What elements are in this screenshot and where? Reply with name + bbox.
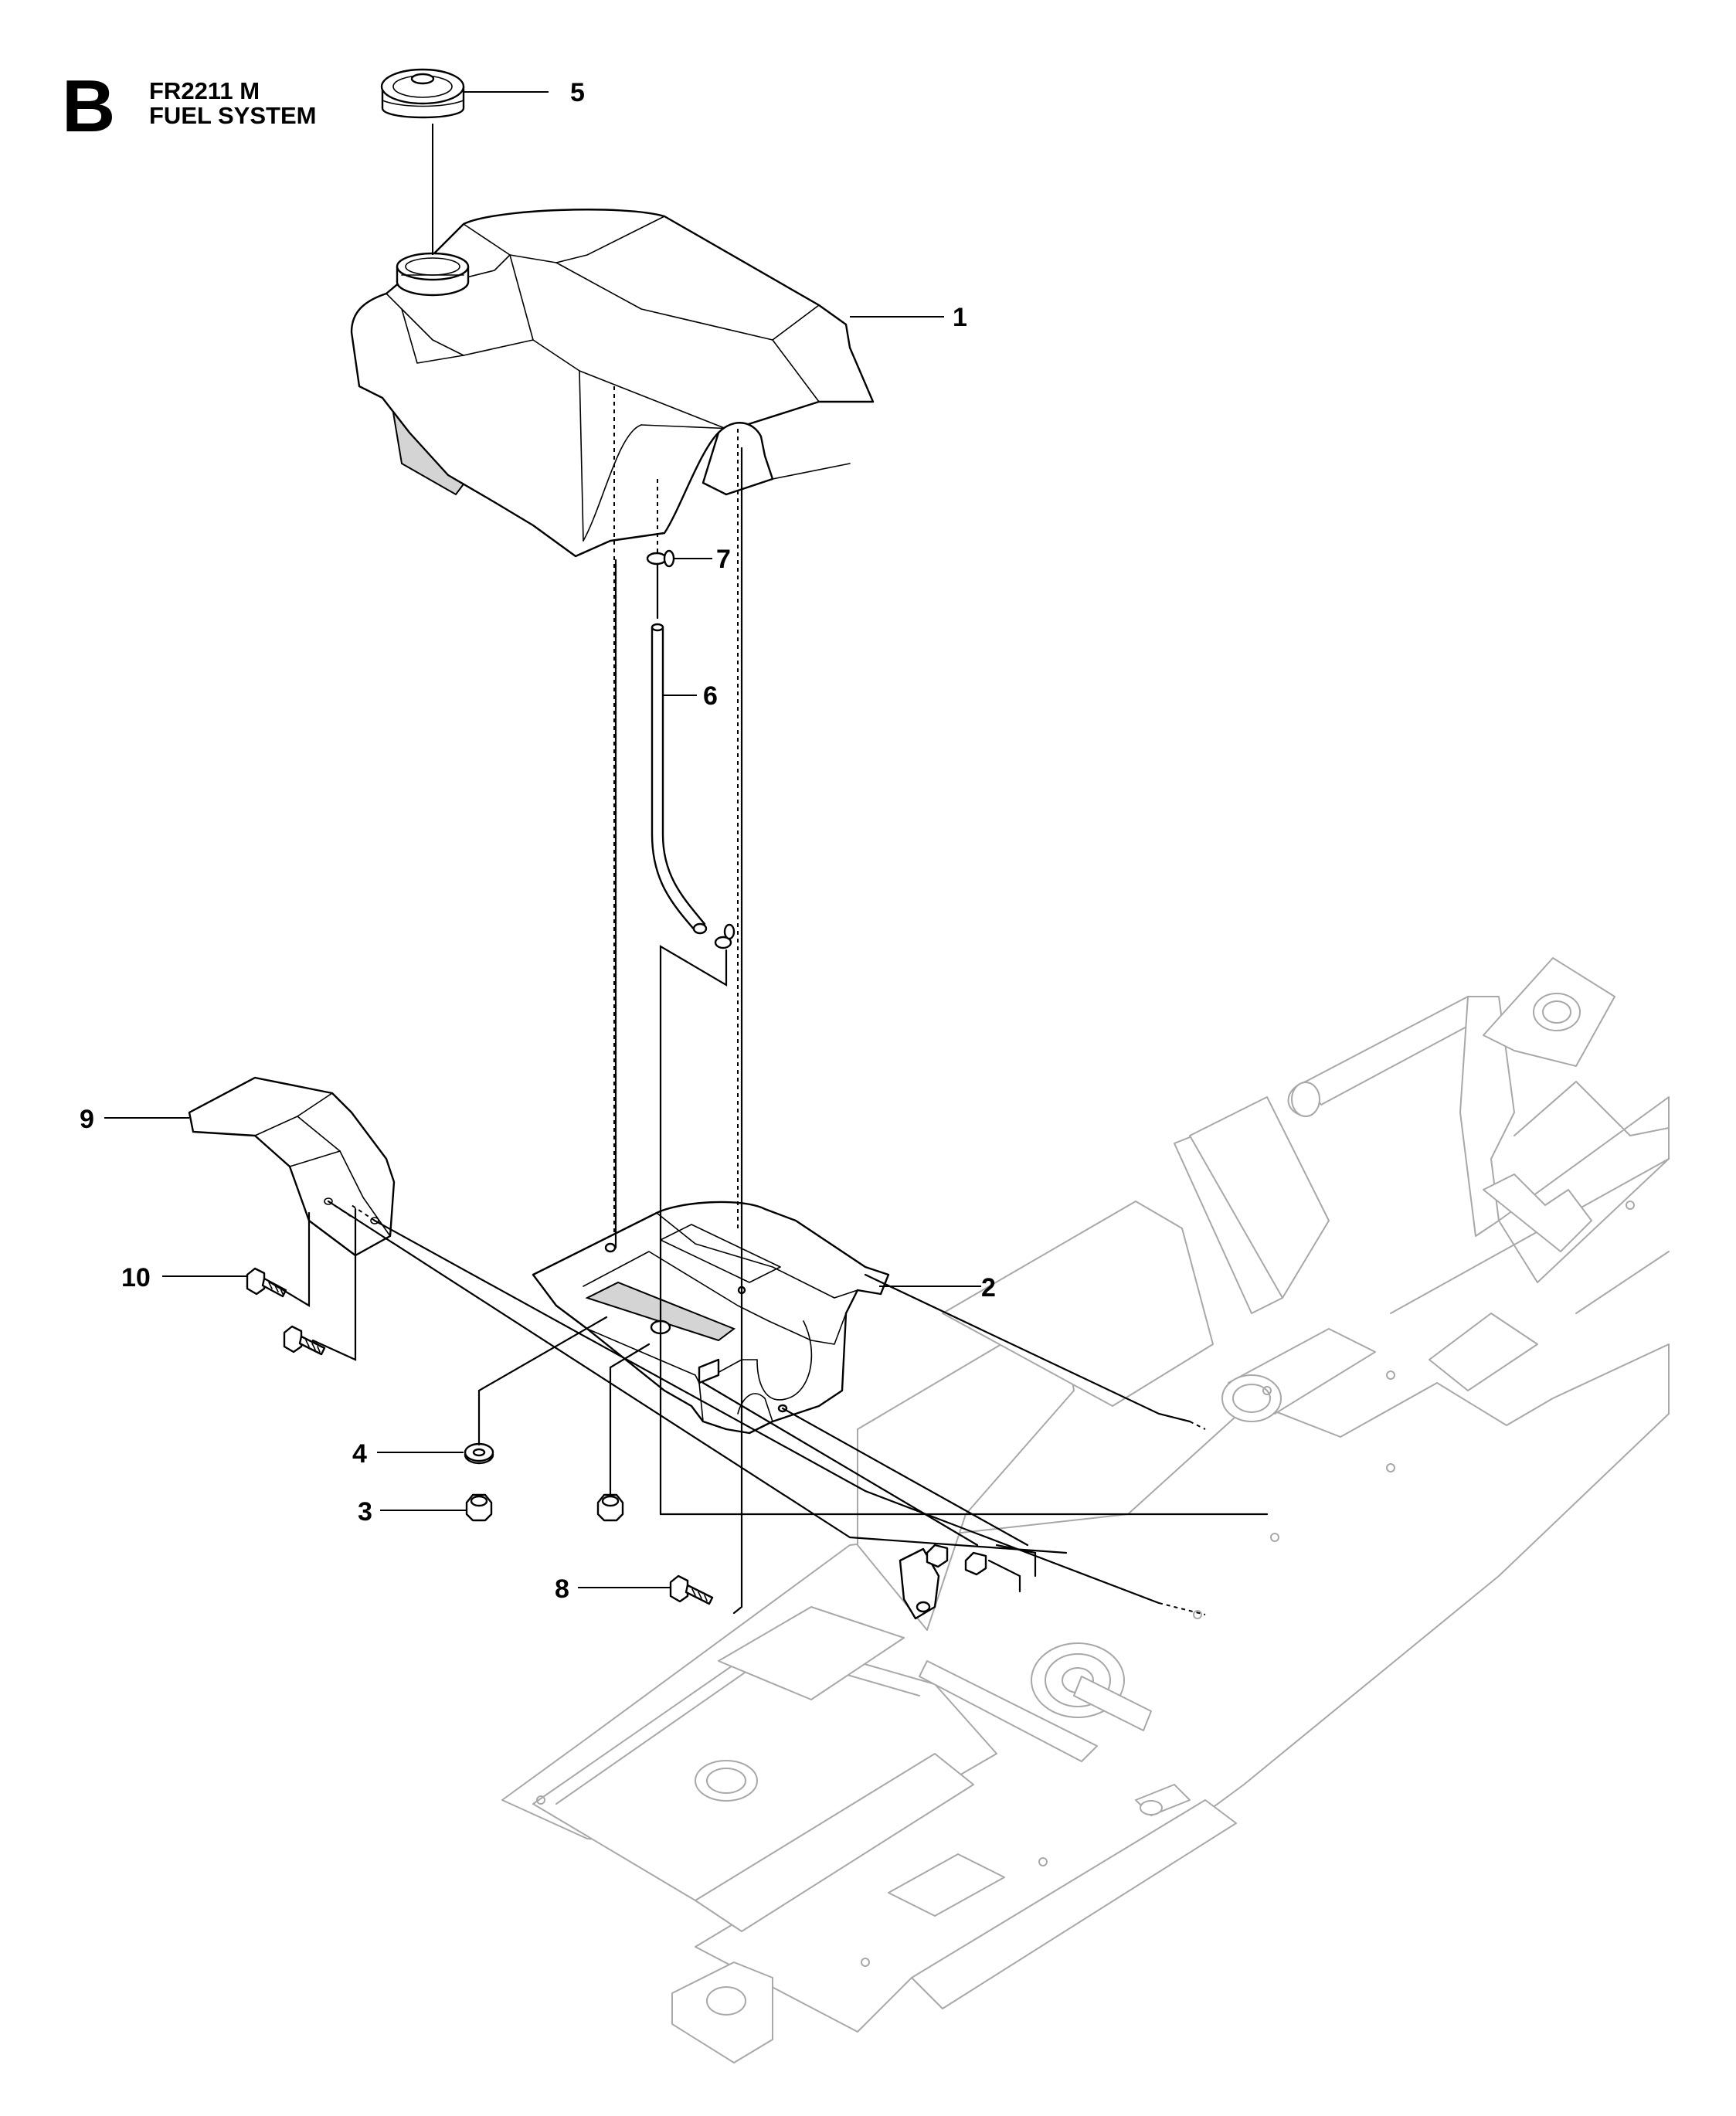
nut-part-3 [465, 1493, 493, 1522]
diagram-header: B FR2211 M FUEL SYSTEM [62, 65, 316, 148]
tank-bracket-part [532, 1201, 890, 1435]
bolt-part-10 [246, 1267, 287, 1298]
diagram-title: FUEL SYSTEM [149, 102, 316, 129]
frame-fastener-group [899, 1544, 1037, 1620]
model-number: FR2211 M [149, 77, 260, 104]
fuel-hose-part [651, 623, 708, 935]
hose-clamp-part [646, 549, 736, 949]
callout-3: 3 [358, 1497, 372, 1527]
callout-labels: 5 1 7 6 2 4 3 8 9 10 [80, 78, 996, 1604]
fuel-cap-part [380, 68, 465, 119]
callout-7: 7 [716, 545, 731, 574]
washer-part-4 [464, 1442, 494, 1465]
bolt-part-10-second [283, 1325, 326, 1356]
callout-9: 9 [80, 1105, 94, 1134]
mower-frame [501, 957, 1670, 2063]
callout-6: 6 [703, 681, 718, 711]
fuel-tank-part [350, 209, 875, 558]
bolt-part-8 [669, 1574, 714, 1605]
callout-10: 10 [121, 1263, 151, 1292]
assembly-lines [269, 386, 1269, 1615]
callout-4: 4 [352, 1439, 367, 1469]
callout-leaders [104, 91, 981, 1588]
callout-1: 1 [953, 303, 967, 332]
heat-shield-part [188, 1076, 396, 1257]
callout-2: 2 [981, 1273, 996, 1303]
callout-8: 8 [555, 1574, 569, 1604]
nut-part-center [596, 1493, 624, 1522]
section-letter: B [62, 65, 115, 148]
callout-5: 5 [570, 78, 585, 107]
